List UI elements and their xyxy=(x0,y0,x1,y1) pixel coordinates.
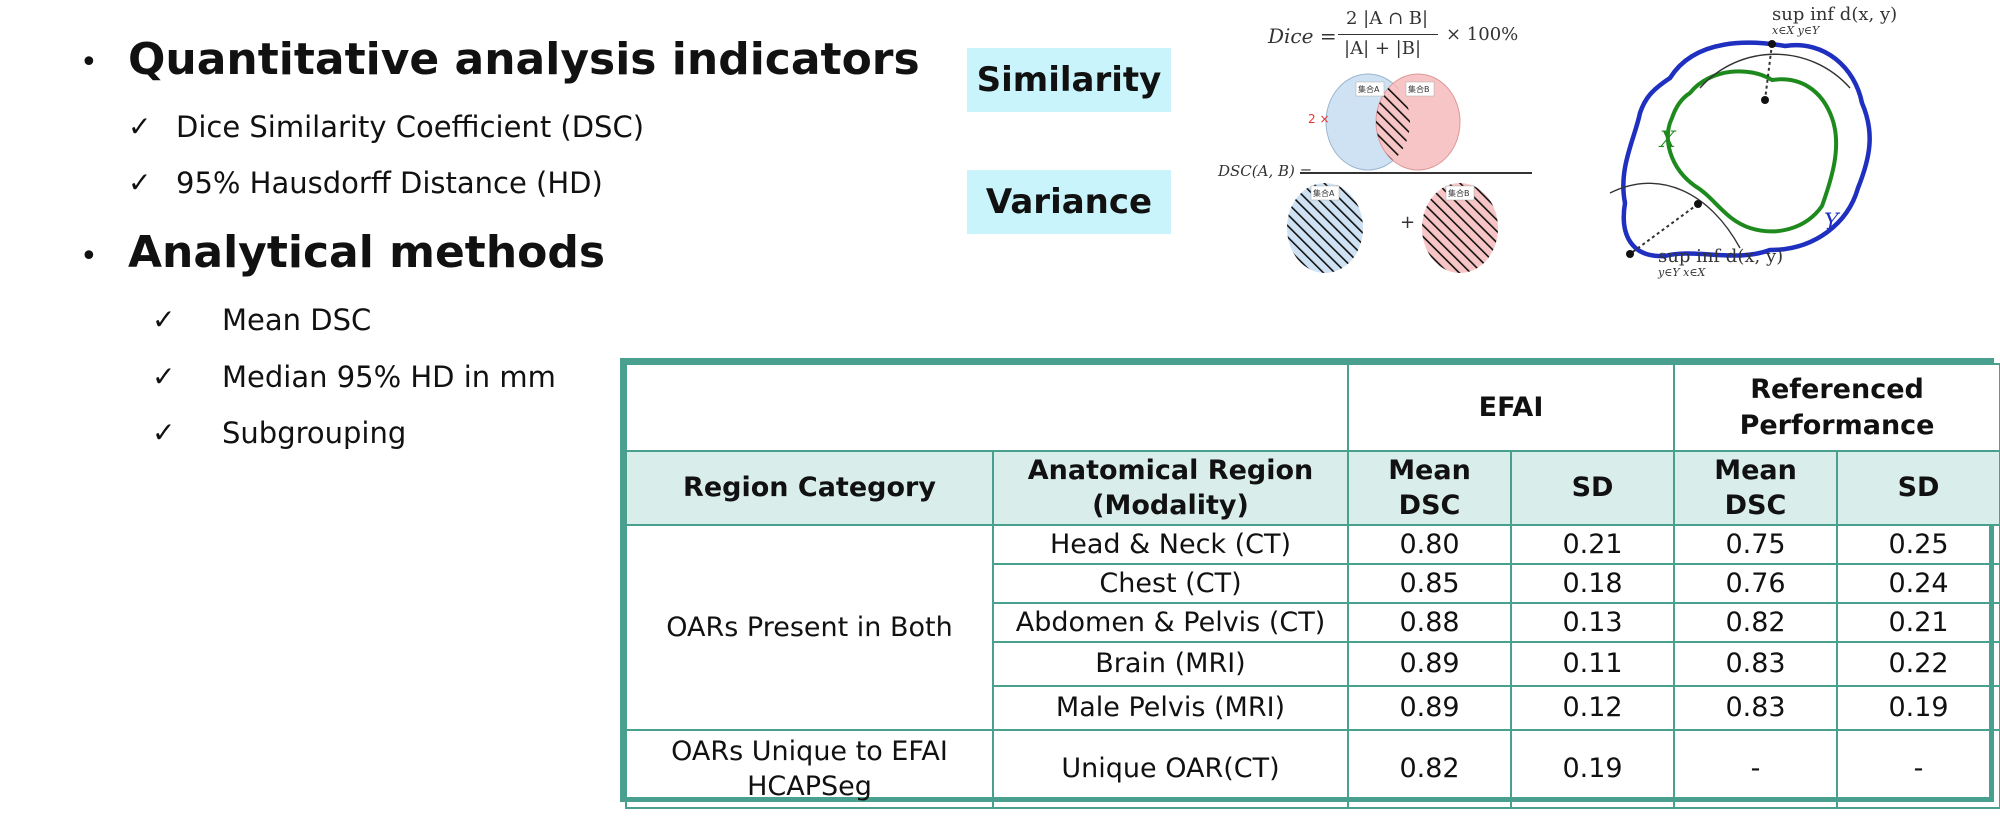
bullet-marker: • xyxy=(80,45,98,80)
dice-numerator: 2 |A ∩ B| xyxy=(1346,8,1429,29)
list-item: 95% Hausdorff Distance (HD) xyxy=(176,166,603,200)
set-a-tag-bottom: 集合A xyxy=(1313,189,1335,198)
hd-sub-bottom: y∈Y x∈X xyxy=(1658,266,1706,279)
table-row: Chest (CT) 0.85 0.18 0.76 0.24 xyxy=(626,563,2000,604)
region-cell: Abdomen & Pelvis (CT) xyxy=(992,602,1349,643)
curve-x xyxy=(1665,69,1839,234)
similarity-label: Similarity xyxy=(967,48,1171,112)
set-a-tag: 集合A xyxy=(1358,85,1380,94)
list-item: Mean DSC xyxy=(222,303,372,337)
table-row: OARs Present in Both Head & Neck (CT) 0.… xyxy=(625,524,2000,731)
column-header: SD xyxy=(1509,450,1676,526)
empty-header-cell xyxy=(625,363,1349,452)
list-item: Subgrouping xyxy=(222,416,407,450)
bullet-marker: • xyxy=(80,239,98,274)
y-label: Y xyxy=(1824,210,1839,235)
set-b-tag-bottom: 集合B xyxy=(1448,189,1470,198)
ref-mean-cell: 0.75 xyxy=(1673,524,1839,565)
ref-mean-cell: 0.83 xyxy=(1673,685,1839,731)
ref-mean-cell: 0.83 xyxy=(1673,641,1839,687)
efai-mean-cell: 0.85 xyxy=(1347,563,1512,604)
group-header-efai: EFAI xyxy=(1346,363,1676,452)
x-label: X xyxy=(1660,128,1676,153)
ref-mean-cell: 0.82 xyxy=(1673,602,1839,643)
intersection-hatch xyxy=(1376,74,1410,170)
category-cell: OARs Unique to EFAI HCAPSeg xyxy=(625,729,994,809)
table-column-header-row: Region Category Anatomical Region (Modal… xyxy=(625,450,2000,526)
list-item: Dice Similarity Coefficient (DSC) xyxy=(176,110,645,144)
region-cell: Male Pelvis (MRI) xyxy=(992,685,1349,731)
dice-denominator: |A| + |B| xyxy=(1344,38,1422,59)
efai-sd-cell: 0.12 xyxy=(1509,685,1676,731)
set-b-tag: 集合B xyxy=(1408,85,1430,94)
results-table: EFAI Referenced Performance Region Categ… xyxy=(620,358,2000,809)
region-cell: Chest (CT) xyxy=(992,563,1349,604)
check-icon: ✓ xyxy=(128,166,152,199)
plus-sign: + xyxy=(1400,212,1416,233)
ref-sd-cell: 0.19 xyxy=(1836,685,2000,731)
efai-sd-cell: 0.13 xyxy=(1509,602,1676,643)
efai-sd-cell: 0.21 xyxy=(1509,524,1676,565)
efai-mean-cell: 0.80 xyxy=(1347,524,1512,565)
column-header: SD xyxy=(1836,450,2000,526)
ref-sd-cell: 0.25 xyxy=(1836,524,2000,565)
column-header: Mean DSC xyxy=(1347,450,1512,526)
section-title-methods: Analytical methods xyxy=(128,227,606,278)
list-item: Median 95% HD in mm xyxy=(222,360,556,394)
region-cell: Unique OAR(CT) xyxy=(992,729,1349,809)
check-icon: ✓ xyxy=(152,416,176,449)
dsc-lhs: DSC(A, B) = xyxy=(1218,162,1313,180)
fraction-bar xyxy=(1338,34,1438,35)
curve-y xyxy=(1621,40,1872,259)
table-group-header-row: EFAI Referenced Performance xyxy=(625,363,2000,452)
check-icon: ✓ xyxy=(152,360,176,393)
ref-sd-cell: 0.22 xyxy=(1836,641,2000,687)
column-header: Region Category xyxy=(625,450,994,526)
efai-sd-cell: 0.18 xyxy=(1509,563,1676,604)
hd-sub-top: x∈X y∈Y xyxy=(1772,24,1820,37)
check-icon: ✓ xyxy=(128,110,152,143)
group-header-referenced: Referenced Performance xyxy=(1673,363,2000,452)
ref-sd-cell: 0.21 xyxy=(1836,602,2000,643)
column-header: Anatomical Region (Modality) xyxy=(992,450,1349,526)
variance-label: Variance xyxy=(967,170,1171,234)
section-title-indicators: Quantitative analysis indicators xyxy=(128,34,920,85)
dice-tail: × 100% xyxy=(1446,24,1519,45)
ref-mean-cell: - xyxy=(1673,729,1839,809)
two-times: 2 × xyxy=(1308,112,1330,126)
efai-sd-cell: 0.11 xyxy=(1509,641,1676,687)
ref-sd-cell: - xyxy=(1836,729,2000,809)
efai-sd-cell: 0.19 xyxy=(1509,729,1676,809)
ref-mean-cell: 0.76 xyxy=(1673,563,1839,604)
column-header: Mean DSC xyxy=(1673,450,1839,526)
efai-mean-cell: 0.82 xyxy=(1347,729,1512,809)
efai-mean-cell: 0.88 xyxy=(1347,602,1512,643)
hd-sup-inf-bottom: sup inf d(x, y) xyxy=(1658,246,1784,267)
venn-diagram xyxy=(1287,73,1532,273)
table-row: Abdomen & Pelvis (CT) 0.88 0.13 0.82 0.2… xyxy=(626,602,2000,643)
region-cell: Brain (MRI) xyxy=(992,641,1349,687)
hd-sup-inf-top: sup inf d(x, y) xyxy=(1772,4,1898,25)
efai-mean-cell: 0.89 xyxy=(1347,685,1512,731)
efai-mean-cell: 0.89 xyxy=(1347,641,1512,687)
table-row: Male Pelvis (MRI) 0.89 0.12 0.83 0.19 xyxy=(626,685,2000,731)
table-row: Brain (MRI) 0.89 0.11 0.83 0.22 xyxy=(626,641,2000,687)
category-cell: OARs Present in Both xyxy=(625,524,994,731)
region-cell: Head & Neck (CT) xyxy=(992,524,1349,565)
check-icon: ✓ xyxy=(152,303,176,336)
table-row: OARs Unique to EFAI HCAPSeg Unique OAR(C… xyxy=(625,729,2000,809)
hausdorff-diagram xyxy=(1609,40,1872,259)
ref-sd-cell: 0.24 xyxy=(1836,563,2000,604)
dice-lhs: Dice = xyxy=(1268,24,1337,48)
